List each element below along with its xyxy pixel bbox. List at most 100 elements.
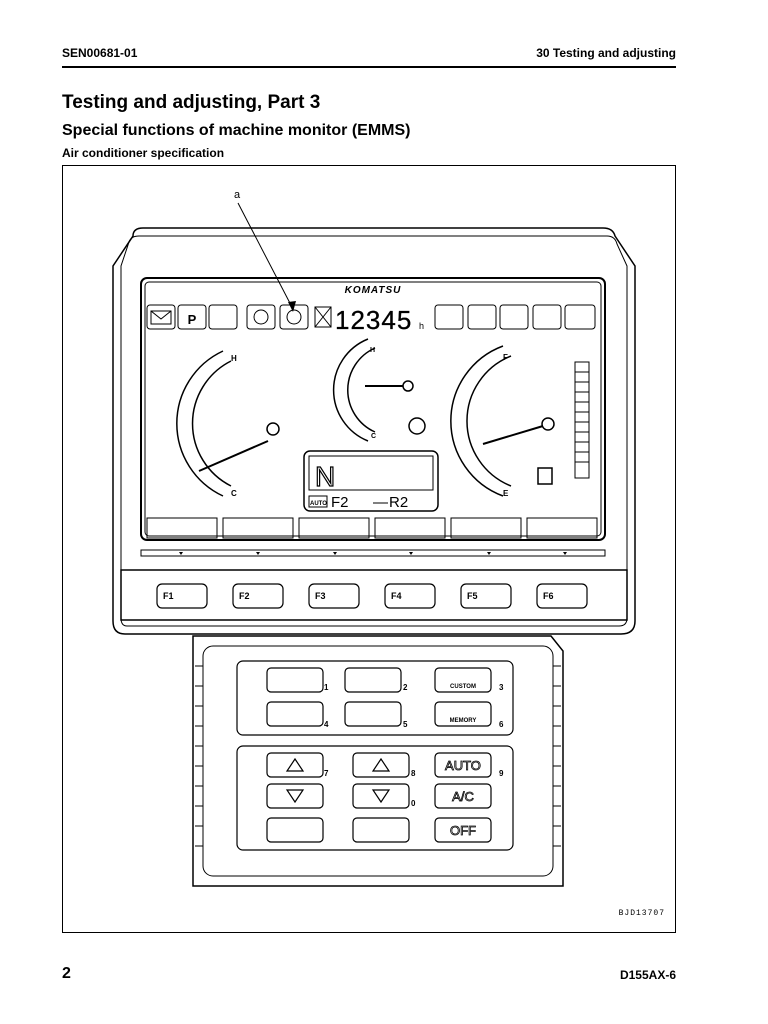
f6-button[interactable] xyxy=(536,583,588,609)
svg-text:F2: F2 xyxy=(239,591,250,601)
forward-gear: F2 xyxy=(331,494,349,511)
brand-logo: KOMATSU xyxy=(345,285,402,296)
screen-softkey-tabs xyxy=(146,517,598,539)
svg-text:1: 1 xyxy=(324,683,329,692)
f1-button[interactable] xyxy=(156,583,208,609)
doc-code: SEN00681-01 xyxy=(62,46,138,60)
reverse-fan-switch[interactable] xyxy=(266,701,324,727)
fan-up-icon xyxy=(285,757,305,772)
section-title: 30 Testing and adjusting xyxy=(536,46,676,60)
temp-down-icon xyxy=(371,789,391,804)
coolant-temp-gauge xyxy=(176,350,280,497)
machine-monitor-figure: KOMATSU P 12345 h H xyxy=(112,202,636,887)
ripper-mode-switch[interactable] xyxy=(344,701,402,727)
oil-temp-gauge xyxy=(332,338,426,442)
temp-up-switch[interactable] xyxy=(352,752,410,778)
top-icon-row xyxy=(146,304,596,330)
shoe-slip-icon xyxy=(499,304,529,330)
upper-switch-block xyxy=(236,660,514,736)
ripper-icon xyxy=(434,304,464,330)
panel-ribs xyxy=(195,665,561,847)
model-code: D155AX-6 xyxy=(619,968,676,982)
svg-text:—: — xyxy=(373,494,388,511)
svg-text:4: 4 xyxy=(324,720,329,729)
f5-button[interactable] xyxy=(460,583,512,609)
speed-icon xyxy=(564,304,596,330)
temp-up-icon xyxy=(371,757,391,772)
fan-up-switch[interactable] xyxy=(266,752,324,778)
air-mode-switch[interactable] xyxy=(266,817,324,843)
svg-text:7: 7 xyxy=(324,769,329,778)
gear-position: N xyxy=(315,461,335,492)
svg-text:6: 6 xyxy=(499,720,504,729)
svg-text:F4: F4 xyxy=(391,591,402,601)
blade-icon xyxy=(467,304,497,330)
f4-button[interactable] xyxy=(384,583,436,609)
preheat-switch[interactable] xyxy=(266,667,324,693)
hydraulic-oil-icon xyxy=(408,417,426,435)
header-rule xyxy=(62,66,676,68)
figure-frame: a KOMATSU P xyxy=(62,165,676,933)
fan-down-switch[interactable] xyxy=(266,783,324,809)
function-indicator-strip xyxy=(140,549,606,557)
f2-button[interactable] xyxy=(232,583,284,609)
hour-meter-value: 12345 xyxy=(335,305,412,335)
ac-label: A/C xyxy=(452,789,474,804)
svg-text:8: 8 xyxy=(411,769,416,778)
fuel-gauge xyxy=(450,345,555,497)
svg-text:F5: F5 xyxy=(467,591,478,601)
svg-text:C: C xyxy=(231,489,237,498)
svg-text:F6: F6 xyxy=(543,591,554,601)
reverse-gear: R2 xyxy=(389,494,408,511)
mail-icon xyxy=(146,304,176,330)
svg-text:0: 0 xyxy=(411,799,416,808)
off-label: OFF xyxy=(450,823,476,838)
figure-id: BJD13707 xyxy=(618,909,665,918)
fan-down-icon xyxy=(285,789,305,804)
hour-meter-icon xyxy=(314,306,332,328)
switch-panel-housing xyxy=(192,635,564,887)
callout-leader xyxy=(237,202,294,310)
svg-text:3: 3 xyxy=(499,683,504,692)
svg-text:H: H xyxy=(370,347,375,354)
memory-switch[interactable] xyxy=(434,701,492,727)
hour-meter-unit: h xyxy=(419,321,424,331)
figure-caption: Air conditioner specification xyxy=(62,146,225,160)
function-key-panel xyxy=(120,569,628,621)
page-title: Testing and adjusting, Part 3 xyxy=(62,92,321,113)
callout-label: a xyxy=(234,189,241,201)
tilt-icon xyxy=(532,304,562,330)
custom-switch[interactable] xyxy=(434,667,492,693)
svg-text:F1: F1 xyxy=(163,591,174,601)
ac-switch[interactable] xyxy=(434,783,492,809)
custom-label: CUSTOM xyxy=(450,684,476,690)
level-bar-indicator xyxy=(574,361,590,479)
temp-down-switch[interactable] xyxy=(352,783,410,809)
svg-text:H: H xyxy=(231,354,237,363)
function-keys xyxy=(156,583,588,609)
svg-text:F3: F3 xyxy=(315,591,326,601)
preheat-icon xyxy=(177,304,207,330)
svg-text:5: 5 xyxy=(403,720,408,729)
auto-switch[interactable] xyxy=(434,752,492,778)
recirc-switch[interactable] xyxy=(352,817,410,843)
page-number: 2 xyxy=(62,965,71,982)
blade-mode-switch[interactable] xyxy=(344,667,402,693)
svg-text:P: P xyxy=(188,312,197,327)
auto-label: AUTO xyxy=(445,758,481,773)
f3-button[interactable] xyxy=(308,583,360,609)
svg-text:F: F xyxy=(503,353,508,362)
svg-text:E: E xyxy=(503,489,509,498)
engine-check-icon xyxy=(246,304,276,330)
svg-text:2: 2 xyxy=(403,683,408,692)
fan-icon xyxy=(279,304,309,330)
lower-switch-block xyxy=(236,745,514,851)
shift-mode: AUTO xyxy=(310,501,327,507)
temperature-icon xyxy=(208,304,238,330)
fuel-icon xyxy=(537,467,553,485)
off-switch[interactable] xyxy=(434,817,492,843)
memory-label: MEMORY xyxy=(450,718,477,724)
page-subtitle: Special functions of machine monitor (EM… xyxy=(62,122,411,139)
svg-text:9: 9 xyxy=(499,769,504,778)
gear-display xyxy=(303,450,439,512)
